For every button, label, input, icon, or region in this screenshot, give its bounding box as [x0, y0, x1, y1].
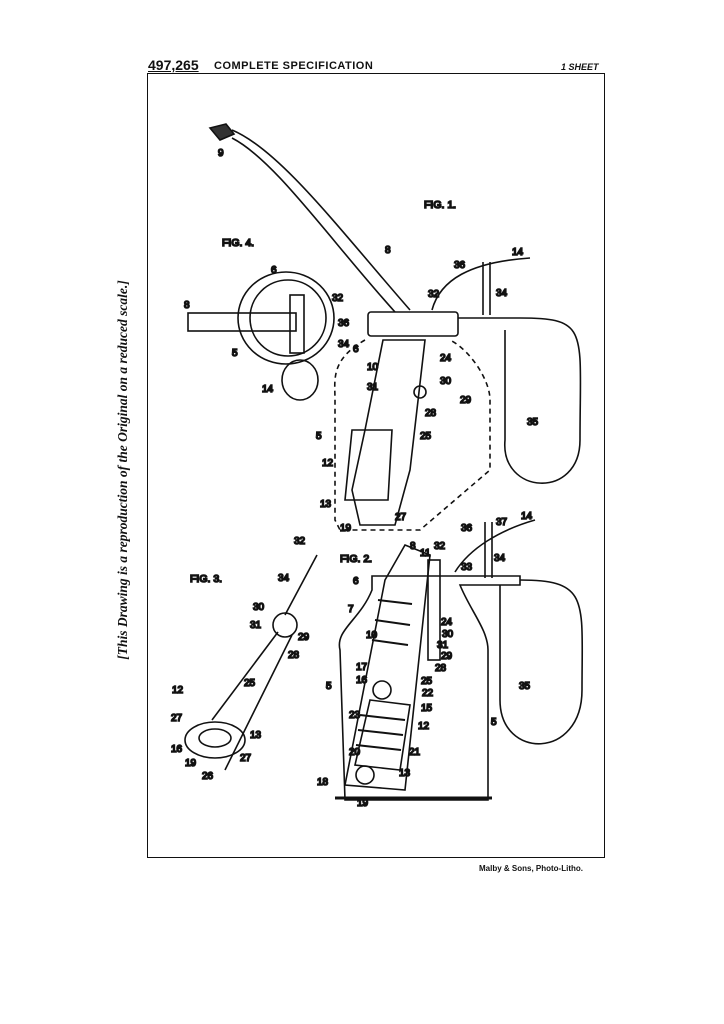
ref-numeral: 5 [232, 348, 238, 359]
ref-numeral: 31 [367, 382, 379, 393]
ref-numeral: 31 [437, 640, 449, 651]
ref-numeral: 19 [185, 758, 197, 769]
ref-numeral: 20 [349, 747, 361, 758]
patent-number: 497,265 [148, 57, 199, 73]
ref-numeral: 16 [356, 675, 368, 686]
printer-credit: Malby & Sons, Photo-Litho. [479, 864, 583, 873]
sheet-count: 1 SHEET [561, 62, 599, 72]
ref-numeral: 23 [349, 710, 361, 721]
ref-numeral: 30 [442, 629, 454, 640]
ref-numeral: 35 [519, 681, 531, 692]
ref-numeral: 9 [218, 148, 224, 159]
ref-numeral: 34 [494, 553, 506, 564]
ref-numeral: 36 [461, 523, 473, 534]
ref-numeral: 13 [320, 499, 332, 510]
ref-numeral: 36 [454, 260, 466, 271]
fig4-lid-view [187, 271, 335, 401]
ref-numeral: 10 [366, 630, 378, 641]
fig3-reference-numerals: 32 34 30 31 29 28 25 12 27 13 16 19 26 2… [170, 535, 310, 783]
ref-numeral: 14 [521, 511, 533, 522]
ref-numeral: 32 [294, 536, 306, 547]
fig2-reference-numerals: 8 11 32 36 37 14 34 33 6 7 10 24 30 31 2… [316, 510, 533, 810]
ref-numeral: 7 [348, 604, 354, 615]
ref-numeral: 32 [332, 293, 344, 304]
ref-numeral: 24 [441, 617, 453, 628]
ref-numeral: 10 [367, 362, 379, 373]
ref-numeral: 25 [421, 676, 433, 687]
drawing-frame [147, 73, 605, 858]
fig3-valve-assembly [184, 554, 318, 771]
ref-numeral: 30 [440, 376, 452, 387]
ref-numeral: 24 [440, 353, 452, 364]
ref-numeral: 29 [460, 395, 472, 406]
ref-numeral: 14 [262, 384, 274, 395]
ref-numeral: 26 [202, 771, 214, 782]
ref-numeral: 19 [340, 523, 352, 534]
ref-numeral: 5 [316, 431, 322, 442]
ref-numeral: 34 [496, 288, 508, 299]
ref-numeral: 6 [353, 344, 359, 355]
ref-numeral: 19 [357, 798, 369, 809]
ref-numeral: 5 [491, 717, 497, 728]
ref-numeral: 8 [184, 300, 190, 311]
fig3-label: FIG. 3. [190, 573, 222, 585]
ref-numeral: 28 [288, 650, 300, 661]
ref-numeral: 18 [317, 777, 329, 788]
ref-numeral: 27 [240, 753, 252, 764]
ref-numeral: 36 [338, 318, 350, 329]
ref-numeral: 27 [171, 713, 183, 724]
ref-numeral: 32 [434, 541, 446, 552]
ref-numeral: 21 [409, 747, 421, 758]
ref-numeral: 29 [441, 651, 453, 662]
ref-numeral: 28 [425, 408, 437, 419]
fig1-label: FIG. 1. [424, 199, 456, 211]
ref-numeral: 12 [418, 721, 430, 732]
ref-numeral: 27 [395, 512, 407, 523]
fig1-reference-numerals: 9 8 36 14 32 34 24 30 29 28 35 25 10 31 … [217, 147, 539, 535]
ref-numeral: 13 [399, 768, 411, 779]
ref-numeral: 32 [428, 289, 440, 300]
ref-numeral: 37 [496, 517, 508, 528]
ref-numeral: 30 [253, 602, 265, 613]
fig2-section-view [335, 519, 584, 801]
ref-numeral: 6 [271, 265, 277, 276]
fig2-label: FIG. 2. [340, 553, 372, 565]
ref-numeral: 25 [420, 431, 432, 442]
ref-numeral: 31 [250, 620, 262, 631]
ref-numeral: 34 [278, 573, 290, 584]
ref-numeral: 14 [512, 247, 524, 258]
ref-numeral: 29 [298, 632, 310, 643]
ref-numeral: 8 [385, 245, 391, 256]
fig4-reference-numerals: 6 8 32 36 34 5 14 [183, 264, 350, 396]
ref-numeral: 34 [338, 339, 350, 350]
ref-numeral: 5 [326, 681, 332, 692]
ref-numeral: 17 [356, 662, 368, 673]
fig4-label: FIG. 4. [222, 237, 254, 249]
ref-numeral: 15 [421, 703, 433, 714]
ref-numeral: 12 [322, 458, 334, 469]
ref-numeral: 35 [527, 417, 539, 428]
specification-title: COMPLETE SPECIFICATION [214, 60, 374, 72]
ref-numeral: 13 [250, 730, 262, 741]
ref-numeral: 11 [420, 548, 431, 559]
ref-numeral: 25 [244, 678, 256, 689]
ref-numeral: 22 [422, 688, 434, 699]
ref-numeral: 28 [435, 663, 447, 674]
ref-numeral: 12 [172, 685, 184, 696]
fig1-oil-can [208, 123, 582, 531]
ref-numeral: 6 [353, 576, 359, 587]
ref-numeral: 33 [461, 562, 473, 573]
ref-numeral: 16 [171, 744, 183, 755]
ref-numeral: 8 [410, 541, 416, 552]
